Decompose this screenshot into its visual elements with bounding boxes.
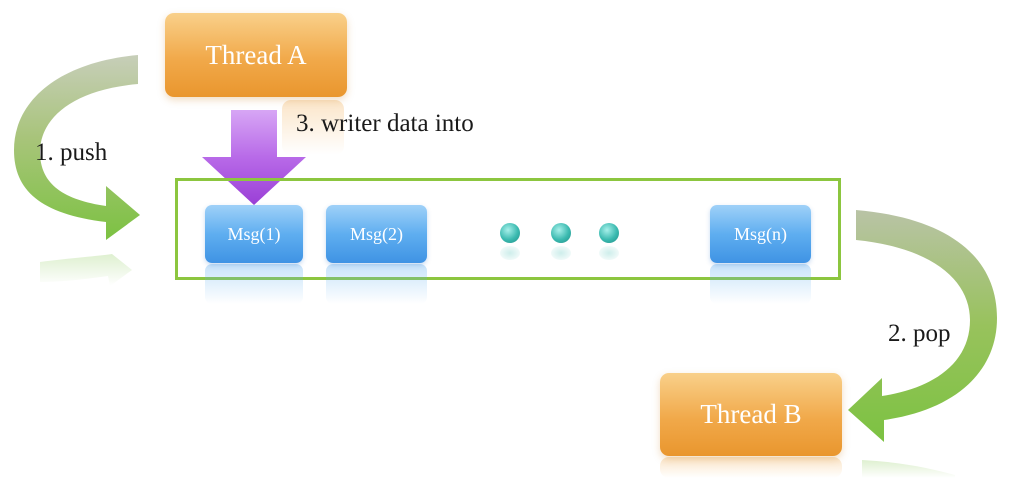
message-queue-box [175, 178, 841, 280]
pop-curved-arrow [848, 210, 997, 442]
msg-1-reflection [205, 264, 303, 304]
thread-b-reflection [660, 457, 842, 478]
ellipsis-dot-reflection [551, 246, 571, 260]
msg-n-label: Msg(n) [734, 223, 787, 244]
msg-2-reflection [326, 264, 427, 304]
msg-2-label: Msg(2) [350, 223, 403, 244]
ellipsis-dot [551, 223, 571, 243]
ellipsis-dot-reflection [599, 246, 619, 260]
thread-a-box: Thread A [165, 13, 347, 97]
thread-b-label: Thread B [700, 399, 802, 429]
msg-n-box: Msg(n) [710, 205, 811, 263]
ellipsis-dot [599, 223, 619, 243]
ellipsis-dot-reflection [500, 246, 520, 260]
pop-arrow-reflection [862, 460, 955, 478]
pop-label: 2. pop [888, 320, 951, 347]
ellipsis-dot [500, 223, 520, 243]
msg-n-reflection [710, 264, 811, 304]
write-label: 3. writer data into [296, 110, 474, 137]
msg-1-label: Msg(1) [227, 223, 281, 244]
thread-b-box: Thread B [660, 373, 842, 456]
push-curved-arrow [14, 55, 140, 240]
msg-1-box: Msg(1) [205, 205, 303, 263]
push-arrow-reflection [40, 254, 132, 286]
thread-a-label: Thread A [205, 39, 307, 70]
thread-a-reflection [282, 100, 344, 155]
msg-2-box: Msg(2) [326, 205, 427, 263]
push-label: 1. push [35, 139, 108, 166]
write-arrow [202, 110, 306, 205]
